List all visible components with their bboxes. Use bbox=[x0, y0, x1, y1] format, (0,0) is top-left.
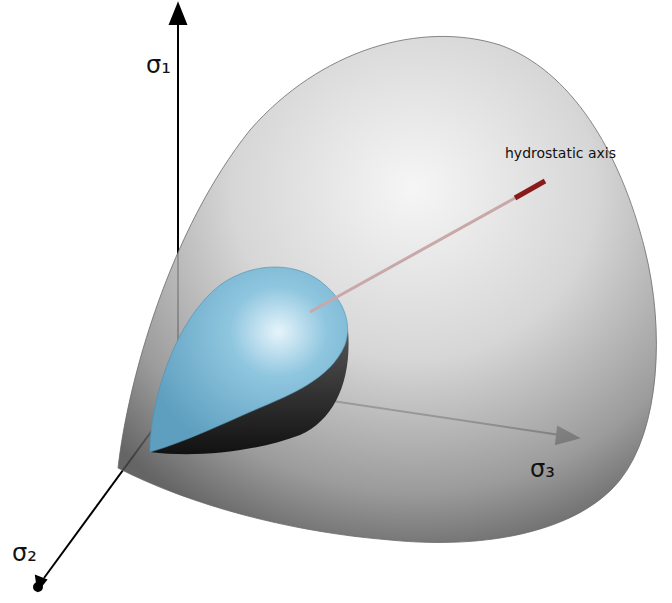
axis-label: σ₃ bbox=[530, 456, 555, 482]
arrowhead bbox=[170, 4, 186, 24]
hydrostatic-axis-outside bbox=[515, 181, 545, 198]
axis-name: hydrostatic axis bbox=[505, 146, 616, 161]
outer-yield-surface bbox=[118, 36, 656, 542]
hydrostatic-axis-inside bbox=[310, 198, 515, 312]
arrow-dot bbox=[34, 583, 42, 591]
inner-yield-surface bbox=[150, 267, 348, 452]
axis-label: σ₂ bbox=[12, 540, 37, 566]
axis-label: σ₁ bbox=[146, 52, 171, 78]
